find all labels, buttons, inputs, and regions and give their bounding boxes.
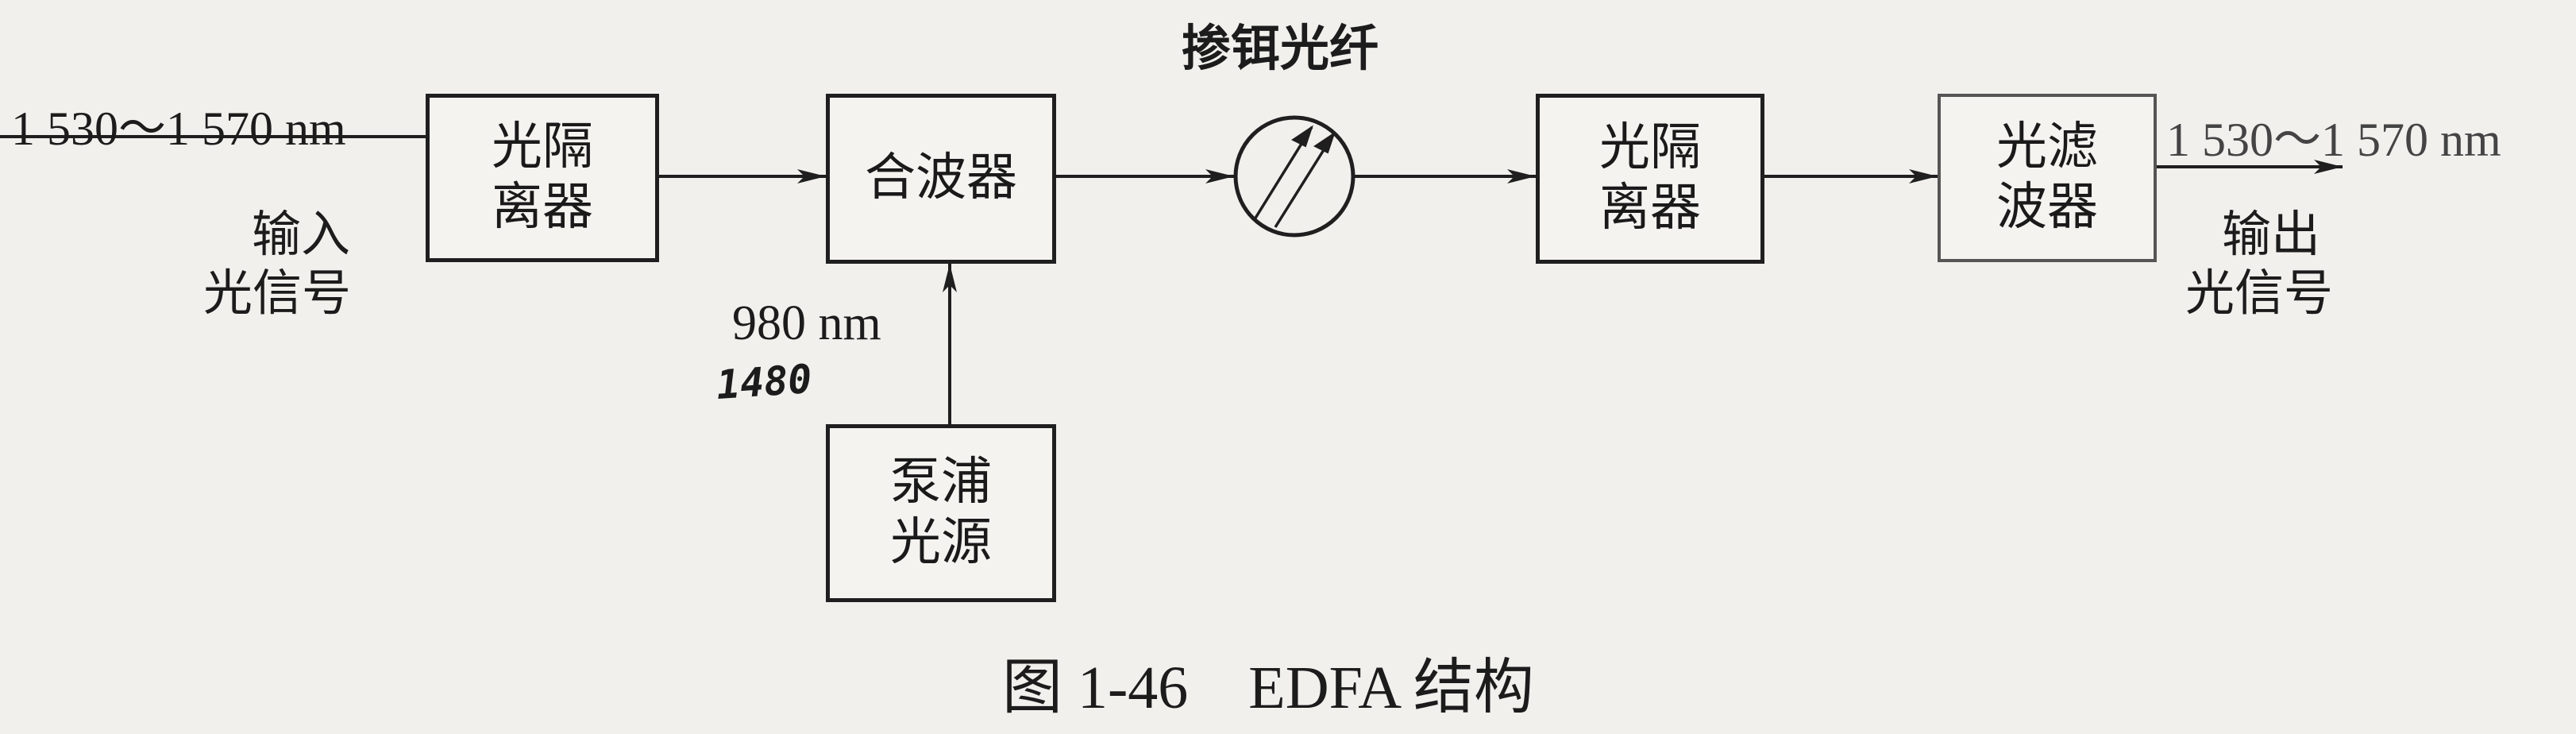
erbium-fiber-label: 掺铒光纤: [1182, 19, 1379, 77]
filter-line1: 光滤: [1996, 118, 2098, 177]
output-label-line1: 输出: [2222, 205, 2321, 263]
input-label-line2: 光信号: [203, 264, 352, 323]
optical-isolator-2: 光隔 离器: [1536, 94, 1764, 264]
output-signal-label: 输出 光信号: [2185, 205, 2333, 323]
pump-line1: 泵浦: [890, 453, 992, 512]
isolator-1-line1: 光隔: [492, 118, 593, 177]
filter-line2: 波器: [1996, 178, 2098, 237]
output-label-line2: 光信号: [2185, 264, 2334, 323]
output-wavelength-label: 1 530～1 570 nm: [2166, 114, 2501, 166]
optical-filter: 光滤 波器: [1938, 94, 2157, 262]
combiner-label: 合波器: [865, 149, 1017, 208]
pump-light-source: 泵浦 光源: [826, 424, 1056, 602]
isolator-2-line1: 光隔: [1599, 118, 1701, 178]
wavelength-combiner: 合波器: [826, 94, 1056, 264]
figure-caption: 图 1-46 EDFA 结构: [1002, 655, 1534, 721]
input-signal-label: 输入 光信号: [203, 205, 351, 323]
input-wavelength-label: 1 530～1 570 nm: [11, 102, 346, 155]
pump-line2: 光源: [890, 513, 992, 572]
isolator-2-line2: 离器: [1599, 179, 1701, 238]
input-label-line1: 输入: [252, 205, 351, 263]
fiber-coil-icon: [1233, 115, 1355, 238]
pump-handwritten-note: 1480: [715, 355, 814, 409]
isolator-1-line2: 离器: [492, 178, 593, 237]
optical-isolator-1: 光隔 离器: [426, 94, 659, 262]
pump-wavelength-label: 980 nm: [732, 296, 881, 350]
